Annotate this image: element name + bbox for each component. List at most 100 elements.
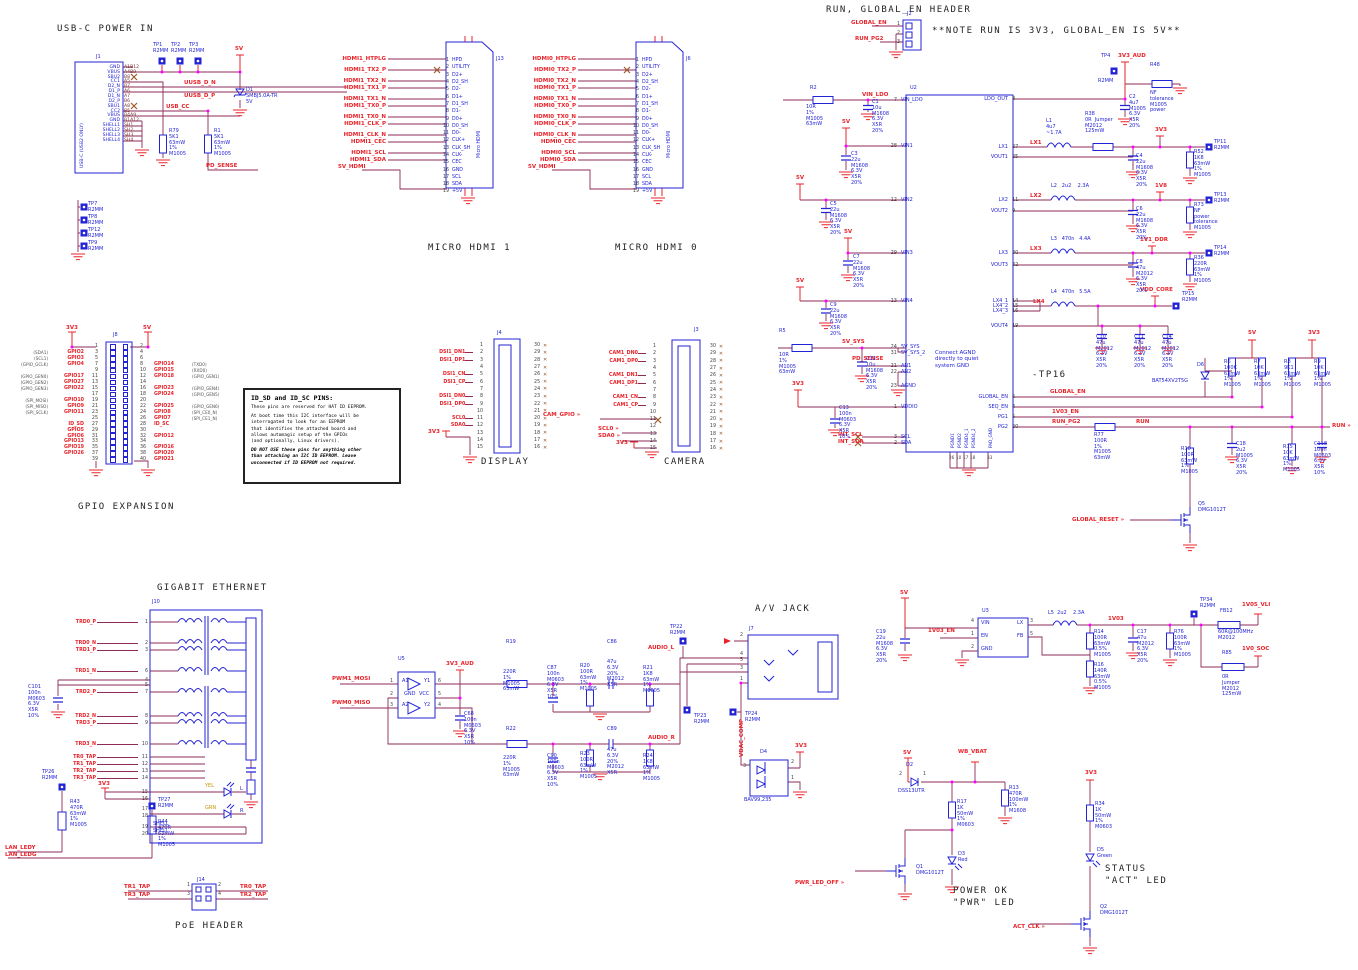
gpio-pin-squares — [100, 356, 138, 362]
usb-pin-row: GND B1A12 — [109, 118, 140, 124]
part-label: C6 22u M1608 6.3V X5R 20% — [1136, 206, 1154, 241]
u2-pin: GLOBAL_EN 6 — [978, 394, 1016, 400]
part-label: C90 100n M0603 6.3V X5R 10% — [547, 753, 565, 788]
pin-number: 3 — [390, 703, 394, 708]
part-label: R — [240, 808, 244, 814]
net-label: 1V8 — [1155, 183, 1167, 189]
part-label: R6 100K 63mW 1% M1005 — [1224, 359, 1242, 388]
net-label: LAN_LEDY — [5, 845, 36, 851]
display-row: DSI1_DP0 9 22 — [426, 400, 550, 407]
part-label: C2 4u7 M1005 6.3V X5R 20% — [1129, 94, 1147, 129]
pin-number: 3 — [187, 892, 191, 897]
gpio-row: 17 18 GPIO24 (GPIO_GEN5) — [2, 391, 252, 398]
net-label: USB_CC — [166, 104, 190, 110]
section-title: A/V JACK — [755, 604, 811, 614]
usb-pin-row: D1_N A7 — [107, 93, 131, 99]
hdmi-net-label: HDMI1_HTPLG — [342, 56, 386, 62]
net-label: LX4 — [1033, 299, 1045, 305]
hdmi-pin-row: 17 SCL — [632, 174, 652, 180]
gpio-row: GPIO6 31 32 GPIO12 — [2, 433, 252, 439]
hdmi-pin-row: 18 SDA — [632, 182, 652, 188]
net-label: 1V03_EN — [1052, 409, 1079, 415]
hdmi-pin-row: 9 D0+ — [445, 116, 463, 122]
pin-number: 1 — [791, 776, 795, 781]
part-label: J7 — [749, 626, 754, 632]
usb-pin-row: D2_P B6 — [108, 98, 131, 104]
part-label: GND — [404, 691, 416, 697]
part-label: SHELL — [153, 821, 169, 827]
net-label: 5V — [900, 590, 909, 596]
net-label: 1V03 — [1108, 616, 1124, 622]
gpio-row: (GPIO_GCLK) GPIO4 7 8 GPIO14 (TXD0) — [2, 362, 252, 368]
ethernet-row: TRD1_P 3 — [75, 647, 148, 653]
pin-number: 3 — [897, 40, 901, 45]
hdmi-pin-row: 14 CLK- — [632, 153, 653, 158]
ethernet-row: 16 — [141, 796, 148, 802]
net-label: 5V — [143, 325, 152, 331]
pin-number: 1 — [390, 679, 394, 684]
camera-row: 14 17 — [598, 438, 728, 445]
u2-pin: LX1 27 — [998, 144, 1019, 150]
ethernet-row: TR2_TAP 13 — [73, 768, 148, 774]
u2-pin: 24 5V_SYS — [890, 344, 920, 350]
net-label: 5V — [903, 750, 912, 756]
net-label: 1V1_DDR — [1140, 237, 1169, 243]
gpio-row: (SPI_MISO) GPIO9 21 22 GPIO25 (GPIO_GEN6… — [2, 403, 252, 410]
part-label: D1 SMBJ5.0A-TR 5V — [246, 87, 278, 105]
part-label: J13 — [496, 56, 504, 62]
part-label: C8 47u M2012 6.3V X5R 20% — [1136, 259, 1154, 294]
gpio-pin-squares — [100, 385, 138, 392]
u2-pin: VOUT4 19 — [990, 323, 1019, 329]
net-label: AUDIO_L — [648, 645, 675, 651]
net-label: PD_SENSE — [852, 356, 884, 362]
section-title: GIGABIT ETHERNET — [157, 583, 268, 593]
net-label: 5V_HDMI — [528, 164, 556, 170]
display-row: 4 27 — [426, 364, 550, 371]
part-label: VIN — [981, 620, 990, 626]
net-label: PWR_LED_OFF » — [795, 880, 845, 886]
gpio-row: (GPIO_GEN0) GPIO17 11 12 GPIO18 (GPIO_GE… — [2, 373, 252, 380]
part-label: TP12 R2MM — [88, 227, 104, 239]
hdmi-net-label: HDMI0_HTPLG — [532, 56, 576, 62]
u2-pin: VOUT2 9 — [990, 208, 1016, 214]
gpio-row: 39 40 GPIO21 — [2, 457, 252, 463]
hdmi-pin-row: 15 CEC — [442, 160, 462, 166]
hdmi-pin-row: 11 D0- — [442, 131, 461, 137]
part-label: TP7 R2MM — [88, 201, 104, 213]
usb-pin-row: SBU2 B8 — [107, 74, 131, 80]
hdmi-pin-row: 18 SDA — [442, 182, 462, 188]
u2-pin: 7 VIN_LDO — [893, 97, 923, 103]
gpio-pin-squares — [100, 367, 138, 374]
display-row: DSI1_DN0 8 23 — [426, 393, 550, 400]
hdmi-pin-row: 16 GND — [632, 167, 653, 173]
usb-pin-row: SHELL1 SH1 — [102, 123, 134, 129]
section-title: PoE HEADER — [175, 921, 245, 931]
hdmi-pin-row: 9 D0+ — [635, 116, 653, 122]
gpio-row: GPIO13 33 34 — [2, 439, 252, 445]
part-label: C5 22u M1608 6.3V X5R 20% — [830, 201, 848, 236]
section-title: MICRO HDMI 1 — [428, 243, 512, 253]
gpio-pin-squares — [100, 397, 138, 404]
pin-number: 2 — [740, 633, 744, 638]
gpio-header-rows: 1 2 (SDA1) GPIO2 3 4 (SCL1) GPIO3 5 6 (G… — [2, 344, 252, 463]
hdmi-pin-row: 5 D2- — [635, 87, 651, 93]
hdmi-pin-row: 4 D2_SH — [635, 80, 658, 86]
part-label: J4 — [497, 330, 502, 336]
pin-number: 3 — [1030, 619, 1034, 624]
net-label: 5V — [235, 46, 244, 52]
part-label: J10 — [152, 599, 160, 605]
part-label: GRN — [205, 805, 217, 811]
hdmi-pin-row: 2 UTILITY — [445, 65, 470, 71]
hdmi-pin-row: 4 D2_SH — [445, 80, 468, 86]
net-label: 5V_SYS — [842, 339, 865, 345]
ethernet-row: TRD0_P 1 — [75, 619, 148, 625]
part-label: R14 100R 63mW 0.5% M1005 — [1094, 629, 1112, 658]
part-label: J1 — [96, 54, 101, 60]
u2-pin: SEQ_EN 4 — [988, 404, 1016, 410]
u2-pin: VOUT3 32 — [990, 262, 1019, 268]
section-title: MICRO HDMI 0 — [615, 243, 699, 253]
gpio-pin-squares — [100, 409, 138, 416]
ethernet-row: 15 — [141, 789, 148, 795]
display-row: 13 18 — [426, 430, 550, 437]
